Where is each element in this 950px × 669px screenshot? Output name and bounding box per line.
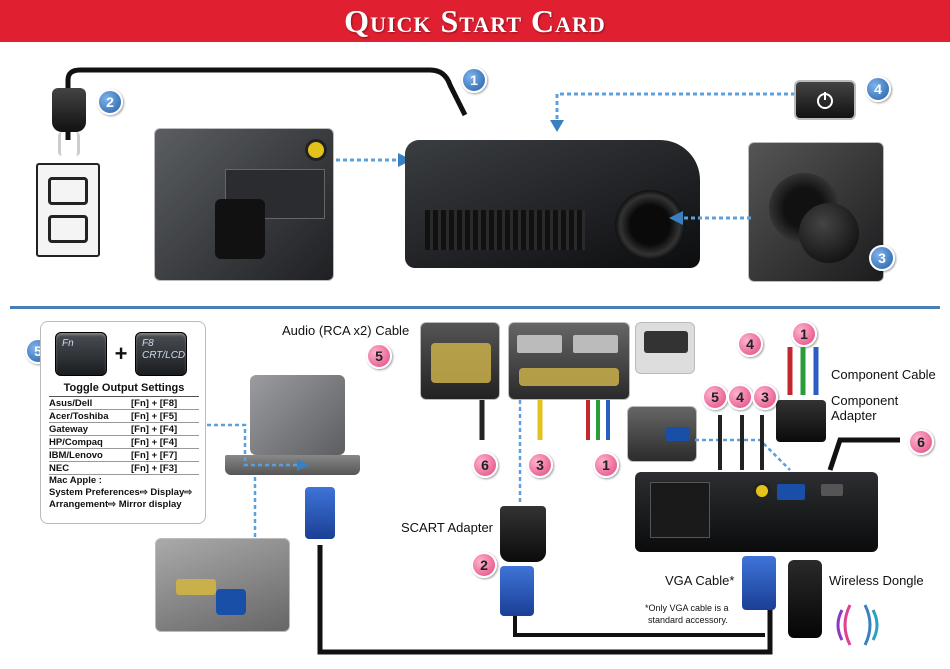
lens-cap-photo <box>748 142 884 282</box>
laptop-icon <box>250 375 345 455</box>
step-3-badge: 3 <box>869 245 895 271</box>
audio-5-badge: 5 <box>366 343 392 369</box>
composite-3-badge: 3 <box>527 452 553 478</box>
audio-4-badge: 4 <box>737 331 763 357</box>
projector-rear-panel-photo <box>154 128 334 281</box>
component-in-photo <box>635 322 695 374</box>
component-adapter-label-1: Component <box>831 393 899 408</box>
laptop-port-link <box>253 477 257 537</box>
lens-arrow <box>669 211 751 225</box>
panel-cables <box>479 400 610 440</box>
laptop-ports-photo <box>155 538 290 632</box>
plug-prongs <box>58 132 80 156</box>
scart-adapter-icon <box>500 506 546 562</box>
power-button-icon <box>794 80 856 120</box>
brand-row: IBM/Lenovo[Fn] + [F7] <box>49 449 199 462</box>
wall-outlet-icon <box>36 163 100 257</box>
wireless-dongle-icon <box>788 560 822 638</box>
step-1-badge: 1 <box>461 67 487 93</box>
scart-adapter-label: SCART Adapter <box>401 520 494 535</box>
arrow-to-projector <box>336 153 412 167</box>
brand-row: HP/Compaq[Fn] + [F4] <box>49 436 199 449</box>
vga-note-line-1: *Only VGA cable is a <box>645 603 729 613</box>
cable-5-badge: 5 <box>702 384 728 410</box>
brand-row: Gateway[Fn] + [F4] <box>49 423 199 436</box>
toggle-output-settings-box: Fn + F8 CRT/LCD Toggle Output Settings A… <box>40 321 206 524</box>
projector-rear-view <box>635 472 878 552</box>
brand-row: Asus/Dell[Fn] + [F8] <box>49 397 199 410</box>
scart-dotted-link <box>518 400 522 503</box>
power-cord <box>65 67 468 140</box>
power-button-path <box>550 92 795 132</box>
cable-4-badge: 4 <box>727 384 753 410</box>
mac-line-2: Arrangement⇨ Mirror display <box>49 499 182 510</box>
wireless-dongle-label: Wireless Dongle <box>829 573 924 588</box>
step-2-badge: 2 <box>97 89 123 115</box>
vga-connector-right <box>742 556 776 610</box>
vga-note-line-2: standard accessory. <box>648 615 728 625</box>
av-panel-photo-right <box>508 322 630 400</box>
plus-sign: + <box>114 341 128 366</box>
mac-title: Mac Apple : <box>49 475 102 486</box>
page-title: Quick Start Card <box>344 2 606 39</box>
hdmi-6-badge-left: 6 <box>472 452 498 478</box>
vga-connector-left <box>305 487 335 539</box>
f8-key-icon: F8 CRT/LCD <box>135 332 187 376</box>
audio-cable-label: Audio (RCA x2) Cable <box>282 323 410 338</box>
right-cables <box>695 415 900 471</box>
mac-line-1: System Preferences⇨ Display⇨ <box>49 487 193 498</box>
component-cable-label: Component Cable <box>831 367 936 382</box>
component-1-badge-top: 1 <box>791 321 817 347</box>
section-divider <box>10 306 940 309</box>
vga-cable-label: VGA Cable* <box>665 573 735 588</box>
component-adapter-icon <box>776 400 826 442</box>
component-1-badge-bottom: 1 <box>593 452 619 478</box>
projector-main <box>405 140 700 268</box>
toggle-title: Toggle Output Settings <box>49 382 199 397</box>
header-bar: Quick Start Card <box>0 0 950 42</box>
plug-icon <box>52 88 86 132</box>
brand-row: NEC[Fn] + [F3] <box>49 462 199 475</box>
brand-row: Acer/Toshiba[Fn] + [F5] <box>49 410 199 423</box>
component-cable-icon <box>787 347 819 395</box>
component-adapter-label-2: Adapter <box>831 408 877 423</box>
scart-2-badge: 2 <box>471 552 497 578</box>
lens-cap-icon <box>799 203 859 263</box>
fn-key-icon: Fn <box>55 332 107 376</box>
step-4-badge: 4 <box>865 76 891 102</box>
laptop-base <box>225 455 360 475</box>
vga-connector-scart <box>500 566 534 616</box>
av-panel-photo-left <box>420 322 500 400</box>
laptop-link <box>207 423 309 471</box>
projector-port-photo <box>627 406 697 462</box>
wireless-signal-icon <box>836 604 879 646</box>
keys-row: Fn + F8 CRT/LCD <box>49 328 199 380</box>
cable-3-badge: 3 <box>752 384 778 410</box>
hdmi-6-badge-right: 6 <box>908 429 934 455</box>
